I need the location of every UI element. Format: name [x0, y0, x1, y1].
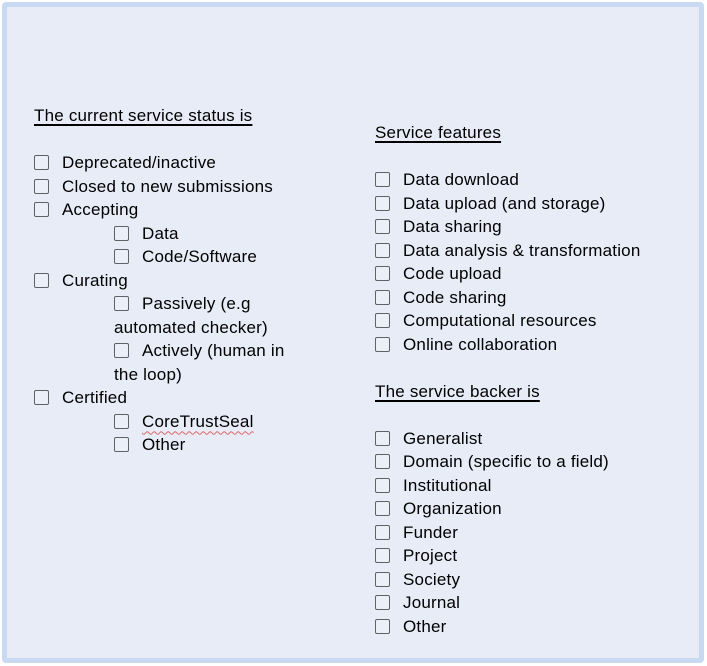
checkbox-item: Organization: [375, 497, 695, 521]
checkbox-item: Data sharing: [375, 215, 695, 239]
checkbox-item: Online collaboration: [375, 333, 695, 357]
checkbox-item: Actively (human in the loop): [114, 339, 336, 386]
unchecked-checkbox[interactable]: [114, 296, 129, 311]
checkbox-label: Other: [403, 616, 447, 636]
unchecked-checkbox[interactable]: [375, 219, 390, 234]
checkbox-label: Other: [142, 435, 186, 454]
unchecked-checkbox[interactable]: [375, 172, 390, 187]
unchecked-checkbox[interactable]: [375, 454, 390, 469]
checkbox-label: Code/Software: [142, 247, 258, 266]
checkbox-item: Funder: [375, 521, 695, 545]
checkbox-label: Project: [403, 546, 458, 565]
checkbox-item: Other: [114, 433, 336, 457]
checkbox-item: Closed to new submissions: [34, 175, 336, 199]
unchecked-checkbox[interactable]: [375, 242, 390, 258]
status-section: The current service status is Deprecated…: [34, 104, 336, 457]
checkbox-label: Generalist: [403, 428, 483, 448]
checkbox-label: Data: [142, 223, 179, 243]
checkbox-item: Project: [375, 544, 695, 568]
checkbox-item: Institutional: [375, 474, 695, 498]
unchecked-checkbox[interactable]: [375, 336, 390, 352]
unchecked-checkbox[interactable]: [375, 313, 390, 328]
unchecked-checkbox[interactable]: [375, 524, 390, 540]
unchecked-checkbox[interactable]: [375, 477, 390, 493]
checkbox-label: Journal: [403, 593, 461, 612]
unchecked-checkbox[interactable]: [114, 413, 129, 429]
checkbox-label: Computational resources: [403, 311, 597, 330]
unchecked-checkbox[interactable]: [375, 595, 390, 610]
checkbox-label: Domain (specific to a field): [403, 452, 609, 471]
unchecked-checkbox[interactable]: [114, 249, 129, 264]
checkbox-label: Actively (human in the loop): [114, 341, 285, 384]
unchecked-checkbox[interactable]: [375, 430, 390, 446]
checkbox-item: Society: [375, 568, 695, 592]
checkbox-label: Organization: [403, 499, 502, 518]
checkbox-item: Journal: [375, 591, 695, 615]
checkbox-label: Closed to new submissions: [62, 176, 273, 196]
checkbox-label: Accepting: [62, 200, 139, 219]
unchecked-checkbox[interactable]: [375, 289, 390, 305]
checkbox-label: Deprecated/inactive: [62, 153, 217, 172]
checkbox-item: CoreTrustSeal: [114, 410, 336, 434]
checkbox-item: Curating: [34, 269, 336, 293]
unchecked-checkbox[interactable]: [375, 571, 390, 587]
checkbox-item: Data upload (and storage): [375, 192, 695, 216]
unchecked-checkbox[interactable]: [114, 225, 129, 241]
checkbox-item: Certified: [34, 386, 336, 410]
backer-heading: The service backer is: [375, 381, 540, 401]
checkbox-label: Passively (e.g automated checker): [114, 294, 268, 337]
checkbox-item: Data download: [375, 168, 695, 192]
checkbox-item: Code/Software: [114, 245, 336, 269]
unchecked-checkbox[interactable]: [375, 195, 390, 211]
checkbox-item: Computational resources: [375, 309, 695, 333]
features-heading: Service features: [375, 123, 502, 142]
checkbox-item: Domain (specific to a field): [375, 450, 695, 474]
checkbox-label: Online collaboration: [403, 334, 558, 354]
unchecked-checkbox[interactable]: [34, 155, 49, 170]
unchecked-checkbox[interactable]: [375, 501, 390, 516]
checkbox-label: Certified: [62, 388, 128, 407]
checkbox-item: Deprecated/inactive: [34, 151, 336, 175]
checkbox-item: Generalist: [375, 427, 695, 451]
checkbox-item: Code upload: [375, 262, 695, 286]
checkbox-label: Data analysis & transformation: [403, 240, 641, 260]
checkbox-label: Institutional: [403, 475, 492, 495]
unchecked-checkbox[interactable]: [114, 343, 129, 358]
checkbox-item: Data: [114, 222, 336, 246]
checkbox-label: Curating: [62, 270, 128, 290]
checkbox-label: Data upload (and storage): [403, 193, 606, 213]
unchecked-checkbox[interactable]: [375, 266, 390, 281]
unchecked-checkbox[interactable]: [34, 178, 49, 194]
checkbox-item: Other: [375, 615, 695, 639]
unchecked-checkbox[interactable]: [34, 390, 49, 405]
checkbox-label: Data download: [403, 170, 520, 189]
checkbox-item: Accepting: [34, 198, 336, 222]
checkbox-item: Passively (e.g automated checker): [114, 292, 336, 339]
checkbox-label: Funder: [403, 522, 459, 542]
unchecked-checkbox[interactable]: [114, 437, 129, 452]
checkbox-label: Code upload: [403, 264, 502, 283]
checkbox-item: Code sharing: [375, 286, 695, 310]
checkbox-label: Society: [403, 569, 461, 589]
unchecked-checkbox[interactable]: [375, 548, 390, 563]
unchecked-checkbox[interactable]: [375, 618, 390, 634]
checkbox-label: Code sharing: [403, 287, 507, 307]
checkbox-item: Data analysis & transformation: [375, 239, 695, 263]
unchecked-checkbox[interactable]: [34, 272, 49, 288]
checkbox-label: Data sharing: [403, 217, 502, 236]
unchecked-checkbox[interactable]: [34, 202, 49, 217]
checkbox-label: CoreTrustSeal: [142, 411, 254, 431]
status-heading: The current service status is: [34, 106, 253, 125]
